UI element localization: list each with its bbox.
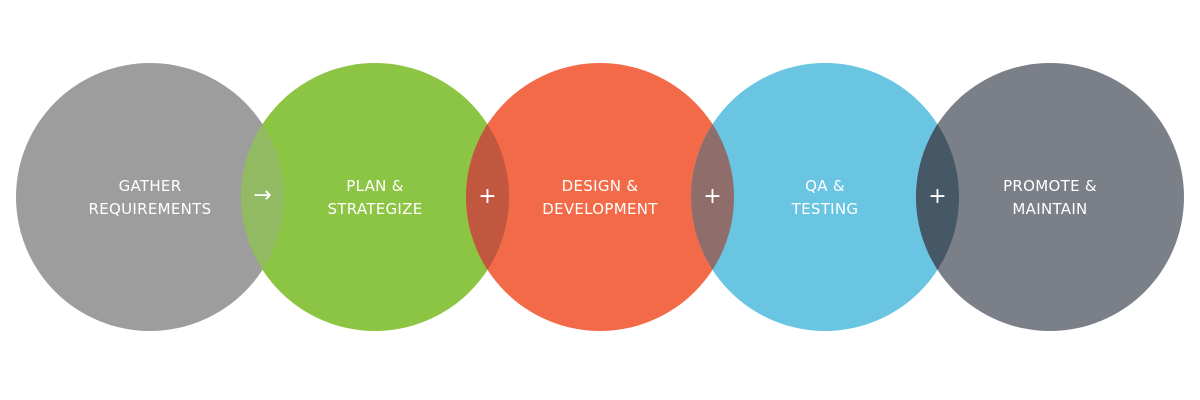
stage-circle-3	[466, 63, 734, 331]
stage-circle-5	[916, 63, 1184, 331]
stage-circle-4	[691, 63, 959, 331]
plus-icon: +	[478, 184, 496, 209]
plus-icon: +	[703, 184, 721, 209]
arrow-right-icon: →	[253, 183, 271, 208]
stage-label-line2: DEVELOPMENT	[542, 200, 658, 218]
stage-label-line1: GATHER	[119, 177, 182, 195]
stage-label-line1: PLAN &	[346, 177, 404, 195]
stage-label-line2: MAINTAIN	[1012, 200, 1087, 218]
stage-label-line1: DESIGN &	[562, 177, 639, 195]
stage-circle-1	[16, 63, 284, 331]
stage-label-line2: REQUIREMENTS	[89, 200, 212, 218]
stage-label-line2: STRATEGIZE	[327, 200, 422, 218]
stage-label-line2: TESTING	[791, 200, 859, 218]
stage-label-line1: QA &	[805, 177, 845, 195]
stage-label-line1: PROMOTE &	[1003, 177, 1097, 195]
stage-circle-2	[241, 63, 509, 331]
plus-icon: +	[928, 184, 946, 209]
